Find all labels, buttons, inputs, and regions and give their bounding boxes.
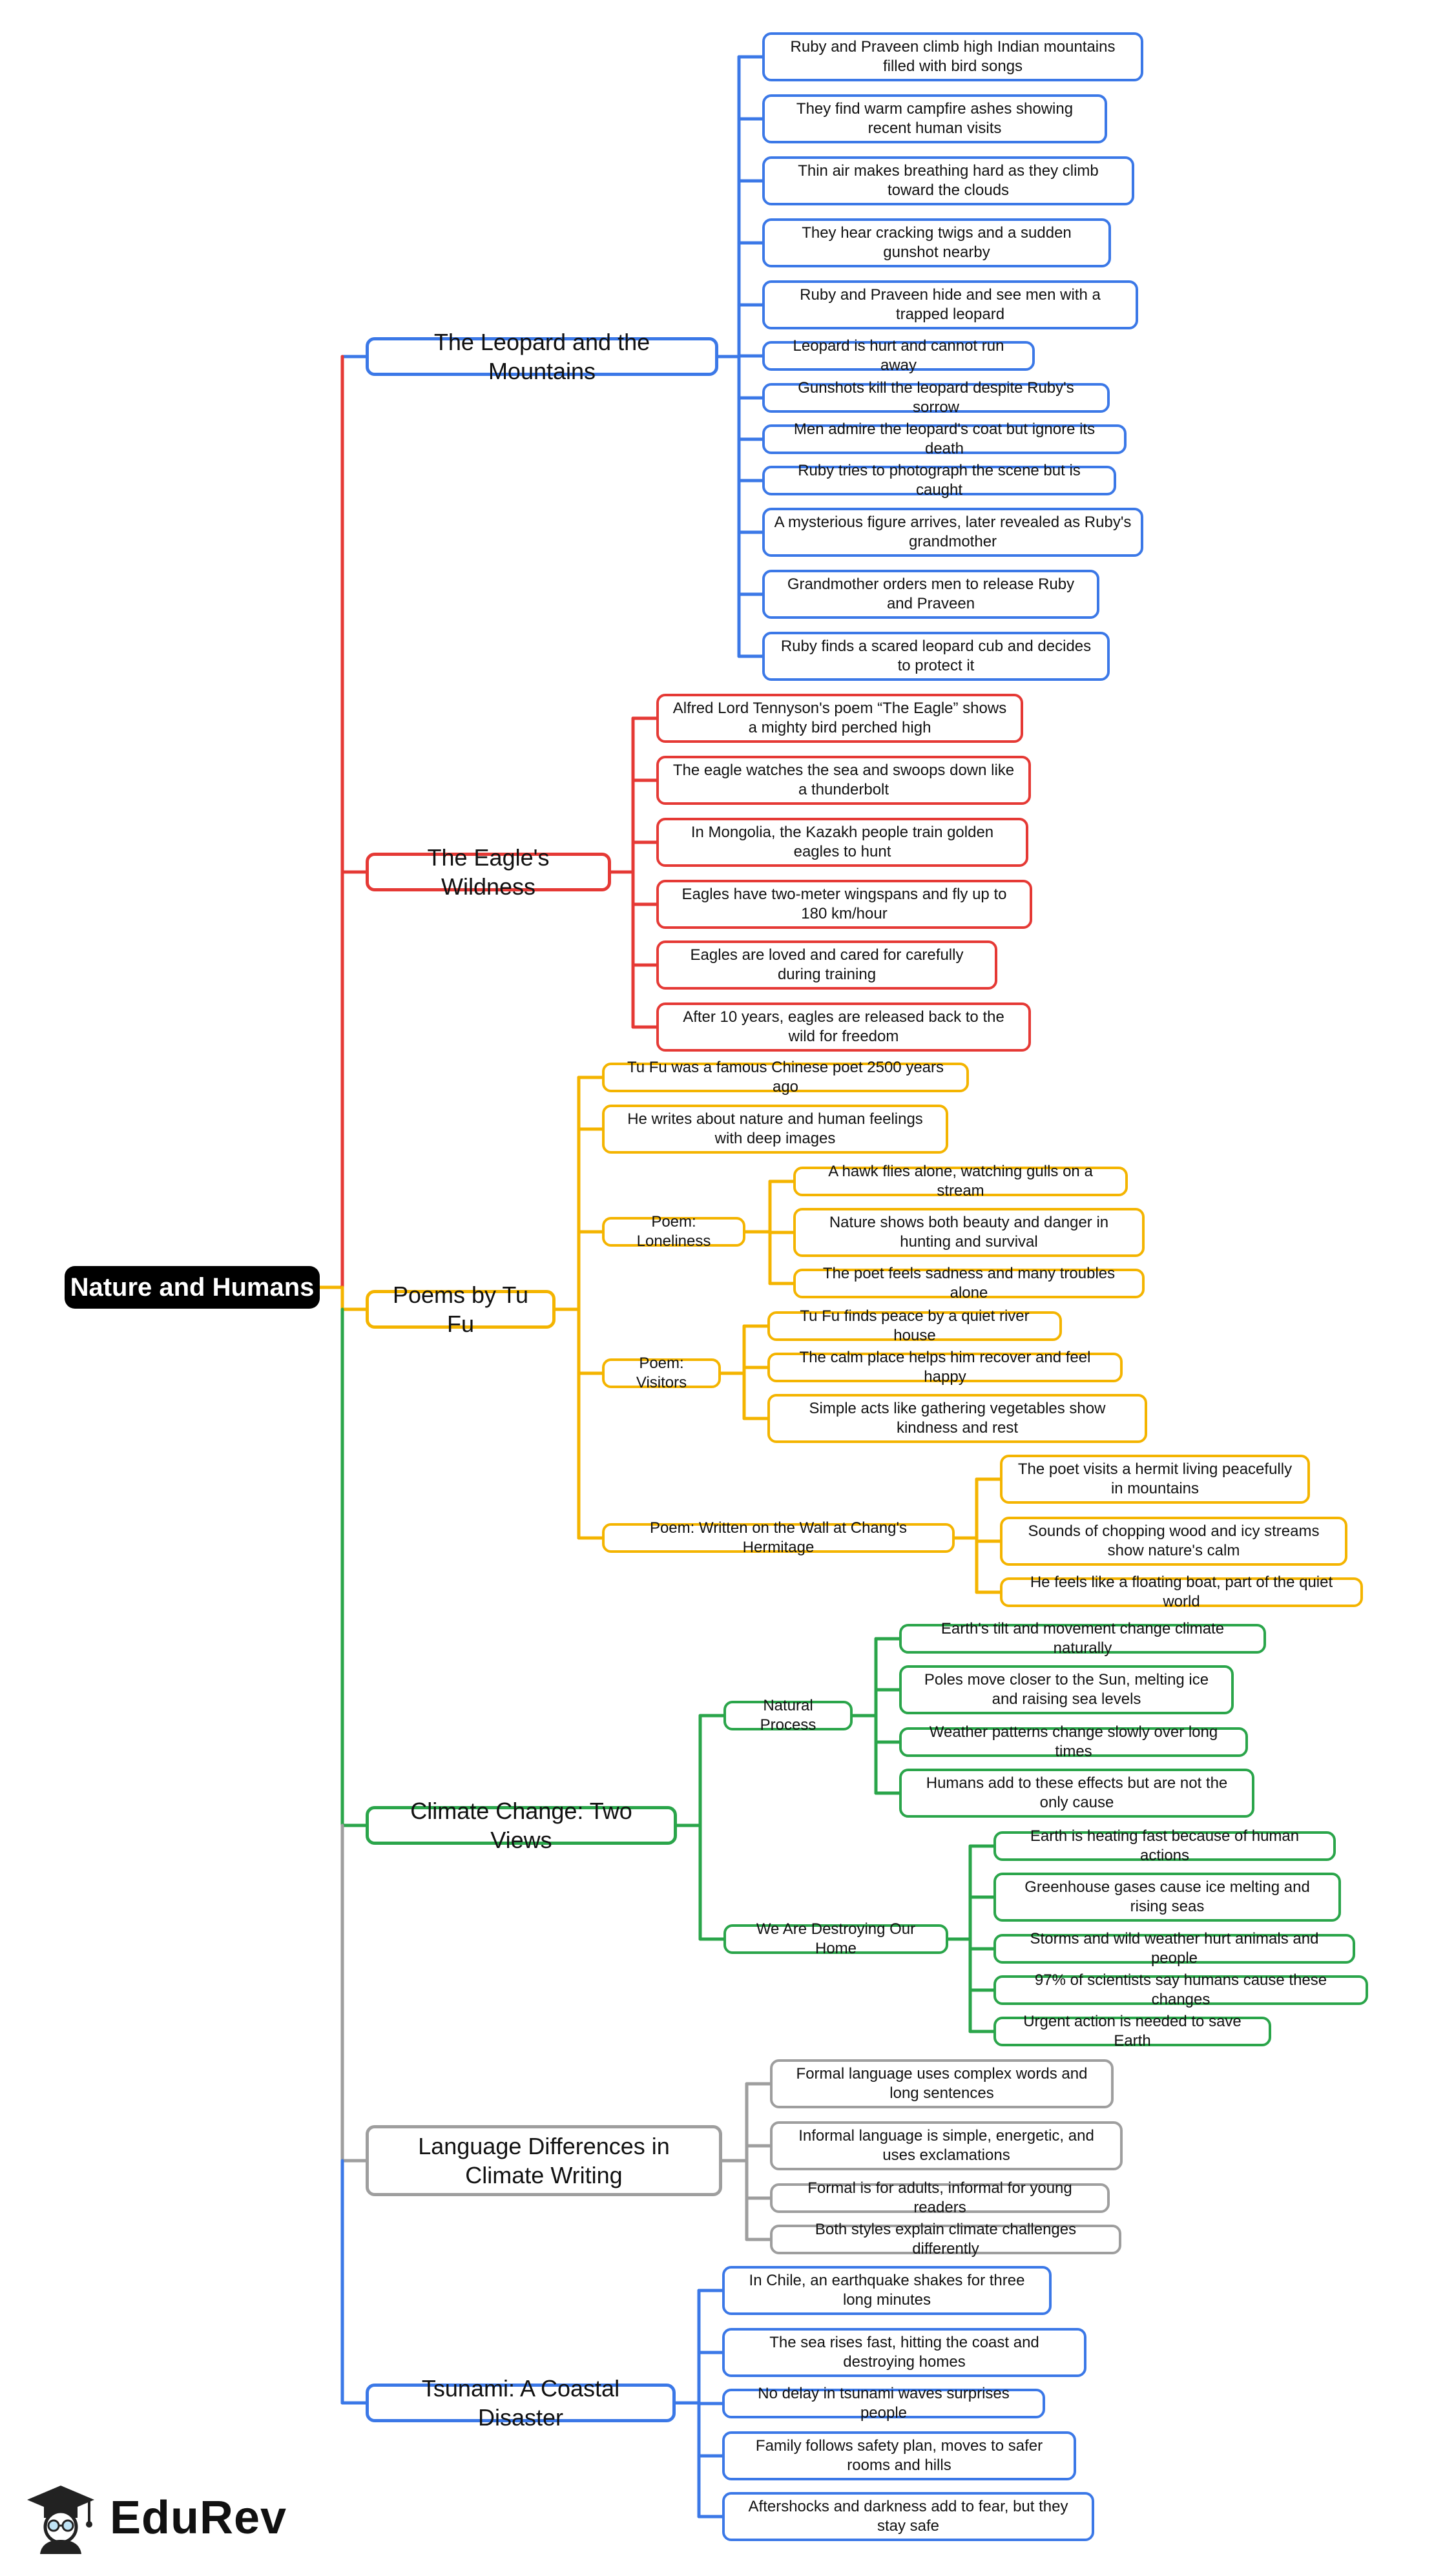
leaf-node: Informal language is simple, energetic, … [770,2121,1123,2170]
leaf-node: Formal language uses complex words and l… [770,2059,1114,2108]
branch-tsunami: Tsunami: A Coastal Disaster [366,2375,676,2431]
root-node: Nature and Humans [65,1266,320,1309]
leaf-node: Gunshots kill the leopard despite Ruby's… [762,379,1110,416]
leaf-node: Sounds of chopping wood and icy streams … [1000,1517,1347,1566]
sub-node-natural-process: Natural Process [723,1697,853,1734]
leaf-node: Aftershocks and darkness add to fear, bu… [722,2492,1094,2541]
leaf-node: Formal is for adults, informal for young… [770,2179,1110,2216]
leaf-node: Greenhouse gases cause ice melting and r… [993,1873,1341,1922]
leaf-node: A mysterious figure arrives, later revea… [762,508,1143,557]
sub-node-visitors: Poem: Visitors [602,1355,721,1391]
leaf-node: They hear cracking twigs and a sudden gu… [762,218,1111,267]
leaf-node: He writes about nature and human feeling… [602,1105,948,1154]
leaf-node: The poet feels sadness and many troubles… [793,1265,1145,1302]
leaf-node: The eagle watches the sea and swoops dow… [656,756,1031,805]
leaf-node: Grandmother orders men to release Ruby a… [762,570,1099,619]
leaf-node: Eagles are loved and cared for carefully… [656,940,997,990]
branch-leopard-mountains: The Leopard and the Mountains [366,329,718,384]
sub-node-loneliness: Poem: Loneliness [602,1213,745,1250]
logo-text: EduRev [110,2492,287,2544]
sub-node-destroying-home: We Are Destroying Our Home [723,1920,948,1957]
leaf-node: Ruby finds a scared leopard cub and deci… [762,632,1110,681]
leaf-node: Earth's tilt and movement change climate… [899,1620,1266,1657]
leaf-node: Ruby tries to photograph the scene but i… [762,462,1116,499]
leaf-node: In Chile, an earthquake shakes for three… [722,2266,1052,2315]
branch-climate-change: Climate Change: Two Views [366,1798,677,1853]
leaf-node: In Mongolia, the Kazakh people train gol… [656,818,1028,867]
leaf-node: Thin air makes breathing hard as they cl… [762,156,1134,205]
leaf-node: They find warm campfire ashes showing re… [762,94,1107,143]
leaf-node: Eagles have two-meter wingspans and fly … [656,880,1032,929]
leaf-node: Family follows safety plan, moves to saf… [722,2431,1076,2480]
leaf-node: Earth is heating fast because of human a… [993,1827,1336,1864]
leaf-node: 97% of scientists say humans cause these… [993,1971,1368,2008]
leaf-node: He feels like a floating boat, part of t… [1000,1574,1363,1610]
graduation-cap-student-icon [27,2486,94,2554]
leaf-node: Both styles explain climate challenges d… [770,2221,1121,2258]
leaf-node: The calm place helps him recover and fee… [767,1349,1123,1386]
leaf-node: The poet visits a hermit living peaceful… [1000,1455,1310,1504]
leaf-node: Ruby and Praveen climb high Indian mount… [762,32,1143,81]
branch-eagles-wildness: The Eagle's Wildness [366,844,611,900]
edurev-logo: EduRev [25,2479,287,2557]
leaf-node: Nature shows both beauty and danger in h… [793,1208,1145,1257]
leaf-node: After 10 years, eagles are released back… [656,1002,1031,1052]
leaf-node: Ruby and Praveen hide and see men with a… [762,280,1138,329]
leaf-node: Simple acts like gathering vegetables sh… [767,1394,1147,1443]
leaf-node: A hawk flies alone, watching gulls on a … [793,1163,1128,1200]
leaf-node: Humans add to these effects but are not … [899,1769,1254,1818]
leaf-node: The sea rises fast, hitting the coast an… [722,2328,1086,2377]
leaf-node: Poles move closer to the Sun, melting ic… [899,1665,1234,1714]
leaf-node: No delay in tsunami waves surprises peop… [722,2385,1045,2422]
leaf-node: Tu Fu finds peace by a quiet river house [767,1307,1062,1344]
sub-node-hermitage: Poem: Written on the Wall at Chang's Her… [602,1519,955,1556]
leaf-node: Storms and wild weather hurt animals and… [993,1930,1355,1967]
leaf-node: Men admire the leopard's coat but ignore… [762,421,1127,457]
leaf-node: Tu Fu was a famous Chinese poet 2500 yea… [602,1059,969,1096]
branch-language-differences: Language Differences in Climate Writing [366,2125,722,2196]
leaf-node: Urgent action is needed to save Earth [993,2013,1271,2050]
leaf-node: Leopard is hurt and cannot run away [762,337,1035,374]
leaf-node: Alfred Lord Tennyson's poem “The Eagle” … [656,694,1023,743]
leaf-node: Weather patterns change slowly over long… [899,1723,1248,1760]
branch-poems-tu-fu: Poems by Tu Fu [366,1282,556,1337]
